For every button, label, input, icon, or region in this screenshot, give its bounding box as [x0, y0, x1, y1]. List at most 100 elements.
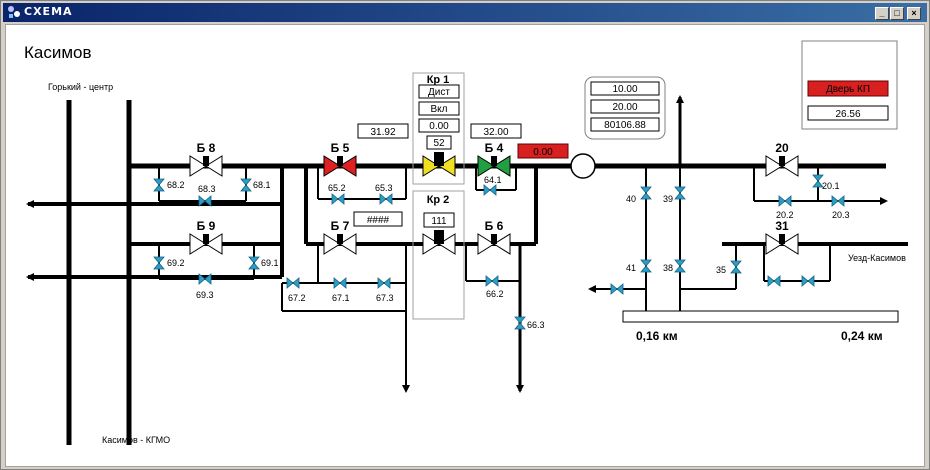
valve-64-1-label: 64.1: [484, 175, 502, 185]
small-valve-left-out[interactable]: [610, 283, 624, 295]
app-icon: [8, 6, 20, 18]
valve-69-2-label: 69.2: [167, 258, 185, 268]
maximize-icon: □: [894, 8, 900, 18]
left-trunks: [66, 100, 132, 445]
valve-69-3-label: 69.3: [196, 290, 214, 300]
valve-40-label: 40: [626, 194, 636, 204]
distance-label-2: 0,24 км: [841, 329, 883, 343]
small-valve-31-b[interactable]: [801, 275, 815, 287]
distance-label-1: 0,16 км: [636, 329, 678, 343]
small-valve-69-2[interactable]: [153, 256, 165, 270]
small-valve-68-2[interactable]: [153, 178, 165, 192]
small-valve-67-1[interactable]: [333, 277, 347, 289]
valve-67-3-label: 67.3: [376, 293, 394, 303]
valve-68-1-label: 68.1: [253, 180, 271, 190]
small-valve-38[interactable]: [674, 259, 686, 273]
valve-b4[interactable]: Б 4: [477, 141, 511, 177]
small-valve-20-3[interactable]: [831, 195, 845, 207]
valve-39-label: 39: [663, 194, 673, 204]
small-valve-64-1[interactable]: [483, 184, 497, 196]
valve-67-2-label: 67.2: [288, 293, 306, 303]
valve-20-label: 20: [775, 141, 789, 155]
meter-readouts: 10.00 20.00 80106.88: [584, 76, 666, 140]
valve-b8-label: Б 8: [197, 141, 216, 155]
small-valve-20-2[interactable]: [778, 195, 792, 207]
valve-b7-label: Б 7: [331, 219, 350, 233]
pressure-reading-1: 31.92: [370, 127, 395, 138]
flow-meter-icon[interactable]: [570, 153, 596, 179]
hash-reading: ####: [367, 215, 390, 226]
valve-20[interactable]: 20: [765, 141, 799, 177]
kp-panel: Дверь КП 26.56: [801, 40, 898, 130]
small-valve-66-3[interactable]: [514, 316, 526, 330]
meter-reading-3: 80106.88: [604, 120, 646, 131]
pressure-reading-2: 32.00: [483, 127, 508, 138]
valve-65-3-label: 65.3: [375, 183, 393, 193]
valve-68-2-label: 68.2: [167, 180, 185, 190]
alarm-box[interactable]: [517, 143, 569, 159]
valve-b6[interactable]: Б 6: [477, 219, 511, 255]
small-valve-20-1[interactable]: [812, 174, 824, 188]
valve-kr1[interactable]: [422, 152, 456, 177]
small-valve-39[interactable]: [674, 186, 686, 200]
scheme-canvas: Касимов Горький - центр Касимов - КГМО У…: [5, 24, 925, 467]
small-valve-41[interactable]: [640, 259, 652, 273]
small-valve-35[interactable]: [730, 260, 742, 274]
valve-66-2-label: 66.2: [486, 289, 504, 299]
direction-label-kasimov-kgmo: Касимов - КГМО: [102, 435, 170, 445]
small-valve-67-3[interactable]: [377, 277, 391, 289]
minimize-button[interactable]: _: [875, 7, 889, 20]
valve-b9-label: Б 9: [197, 219, 216, 233]
kr1-mode: Дист: [428, 87, 450, 98]
small-valve-67-2[interactable]: [286, 277, 300, 289]
door-alarm-label: Дверь КП: [826, 84, 870, 95]
window-title: СХЕМА: [24, 5, 73, 18]
valve-65-2-label: 65.2: [328, 183, 346, 193]
kr1-mode-box[interactable]: [418, 84, 460, 99]
valve-35-label: 35: [716, 265, 726, 275]
kr1-title: Кр 1: [427, 74, 450, 86]
valve-b9[interactable]: Б 9: [189, 219, 223, 255]
hash-box: [353, 211, 403, 227]
small-valve-65-2[interactable]: [331, 193, 345, 205]
valve-20-3-label: 20.3: [832, 210, 850, 220]
small-valve-65-3[interactable]: [379, 193, 393, 205]
valve-b5[interactable]: Б 5: [323, 141, 357, 177]
title-bar[interactable]: СХЕМА _ □ ×: [3, 3, 927, 22]
valve-41-label: 41: [626, 263, 636, 273]
kr1-panel: Кр 1 Дист Вкл 0.00 52: [412, 72, 465, 185]
small-valve-68-3[interactable]: [198, 195, 212, 207]
small-valve-68-1[interactable]: [240, 178, 252, 192]
small-valve-69-3[interactable]: [198, 273, 212, 285]
alarm-reading: 0.00: [533, 147, 553, 158]
kr1-value: 0.00: [429, 121, 449, 132]
valve-69-1-label: 69.1: [261, 258, 279, 268]
kr1-position: 52: [433, 138, 445, 149]
valve-b7[interactable]: Б 7: [323, 219, 357, 255]
valve-20-2-label: 20.2: [776, 210, 794, 220]
pressure-box-2: [470, 123, 522, 139]
small-valve-31-a[interactable]: [767, 275, 781, 287]
valve-67-1-label: 67.1: [332, 293, 350, 303]
valve-20-1-label: 20.1: [822, 181, 840, 191]
valve-68-3-label: 68.3: [198, 184, 216, 194]
valve-31[interactable]: 31: [765, 219, 799, 255]
kr2-title: Кр 2: [427, 194, 450, 206]
distance-scale-bar: [622, 310, 899, 323]
kp-value: 26.56: [835, 109, 860, 120]
kr1-state: Вкл: [431, 104, 448, 115]
small-valve-69-1[interactable]: [248, 256, 260, 270]
close-button[interactable]: ×: [907, 7, 921, 20]
small-valve-66-2[interactable]: [485, 275, 499, 287]
maximize-button[interactable]: □: [890, 7, 904, 20]
kr1-state-box[interactable]: [418, 101, 460, 116]
valve-66-3-label: 66.3: [527, 320, 545, 330]
valve-31-label: 31: [775, 219, 789, 233]
meter-reading-1: 10.00: [612, 84, 637, 95]
small-valve-40[interactable]: [640, 186, 652, 200]
valve-b8[interactable]: Б 8: [189, 141, 223, 177]
valve-b6-label: Б 6: [485, 219, 504, 233]
door-alarm-indicator[interactable]: [807, 80, 889, 97]
valve-kr2[interactable]: [422, 230, 456, 255]
